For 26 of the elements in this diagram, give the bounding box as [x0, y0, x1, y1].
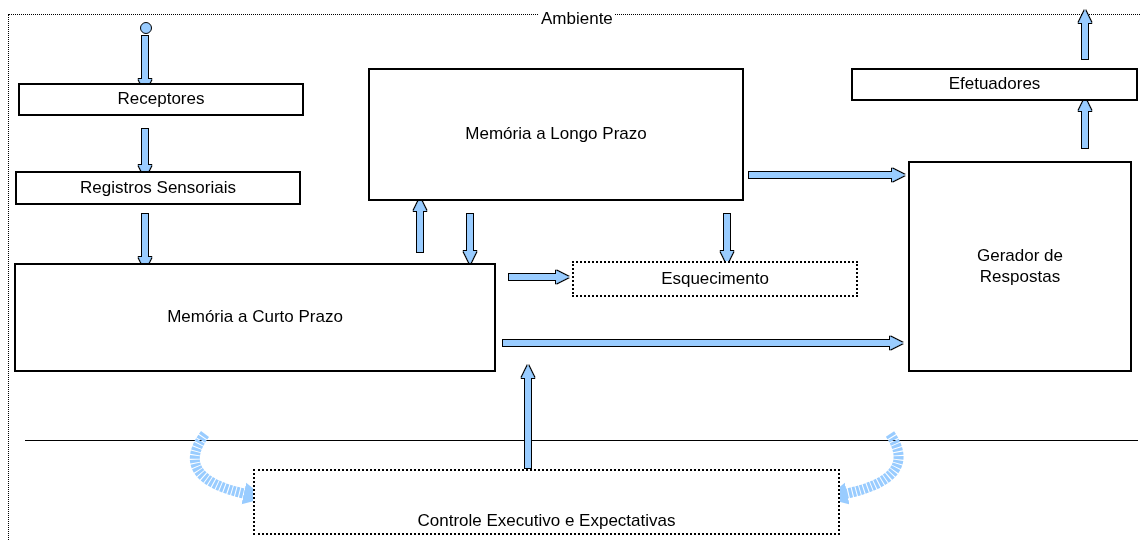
- process-box: [908, 161, 1132, 372]
- process-box: [18, 83, 304, 116]
- process-box: [368, 68, 744, 201]
- process-box: [14, 263, 496, 372]
- box-label: Esquecimento: [661, 268, 769, 290]
- block-arrow: [749, 168, 905, 182]
- box-label: Memória a Curto Prazo: [167, 307, 343, 328]
- box-label: Gerador de Respostas: [976, 246, 1064, 287]
- block-arrow: [521, 365, 535, 468]
- dotted-box: [572, 261, 858, 297]
- source-circle: [140, 22, 152, 34]
- block-arrow: [1078, 98, 1092, 148]
- block-arrow: [509, 270, 569, 284]
- box-label: Memória a Longo Prazo: [465, 124, 647, 145]
- box-label: Registros Sensoriais: [80, 177, 236, 199]
- block-arrow: [463, 214, 477, 264]
- process-box: [851, 68, 1138, 101]
- box-label: Receptores: [117, 89, 205, 110]
- box-label: Controle Executivo e Expectativas: [417, 510, 676, 531]
- process-box: [15, 171, 301, 205]
- block-arrow: [503, 336, 903, 350]
- block-arrow: [1078, 10, 1092, 59]
- block-arrow: [720, 214, 734, 264]
- block-arrow: [413, 198, 427, 252]
- box-label: Efetuadores: [948, 74, 1041, 95]
- dotted-box: [253, 469, 840, 535]
